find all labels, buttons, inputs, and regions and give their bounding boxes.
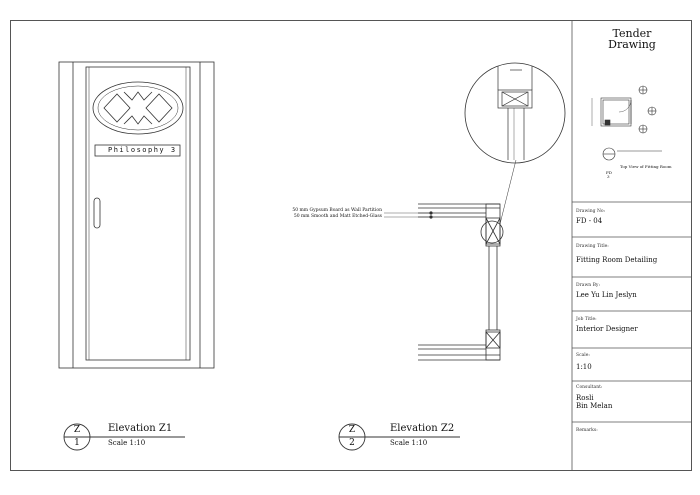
scale-cell: Scale: 1:10	[576, 353, 688, 372]
key-plan-ref-letters: FD	[606, 170, 612, 175]
title-block: Tender Drawing FD 3 Top View of Fitting …	[572, 20, 692, 471]
drawing-no-label: Drawing No:	[576, 209, 606, 214]
key-plan-caption: Top View of Fitting Room	[620, 164, 672, 169]
elevation-z2-title: Elevation Z2	[390, 423, 455, 434]
title-block-heading-line2: Drawing	[608, 38, 656, 51]
note-gypsum-board: 50 mm Gypsum Board as Wall Partition	[292, 208, 382, 213]
job-title-value: Interior Designer	[576, 325, 638, 333]
elevation-z1-scale: Scale 1:10	[108, 439, 146, 447]
elevation-z2-scale: Scale 1:10	[390, 439, 428, 447]
drawing-no-cell: Drawing No: FD - 04	[576, 209, 688, 226]
drawn-by-label: Drawn By:	[576, 283, 600, 288]
wall-section	[384, 62, 566, 361]
elevation-markers	[63, 423, 460, 451]
elevation-z1-title: Elevation Z1	[108, 423, 173, 434]
scale-label: Scale:	[576, 353, 590, 358]
key-plan	[591, 85, 662, 161]
elevation-z1-number: 1	[74, 438, 80, 448]
drawn-by-cell: Drawn By: Lee Yu Lin Jeslyn	[576, 283, 688, 300]
elevation-z2-number: 2	[349, 438, 355, 448]
elevation-z2-letter: Z	[348, 425, 356, 435]
job-title-label: Job Title:	[576, 317, 597, 322]
key-plan-ref-number: 3	[607, 174, 610, 179]
elevation-z1-letter: Z	[73, 425, 81, 435]
drawn-by-value: Lee Yu Lin Jeslyn	[576, 291, 637, 299]
drawing-title-value: Fitting Room Detailing	[576, 256, 658, 264]
job-title-cell: Job Title: Interior Designer	[576, 317, 688, 334]
drawing-title-label: Drawing Title:	[576, 244, 609, 249]
scale-value: 1:10	[576, 363, 592, 371]
consultant-line1: Rosli	[576, 394, 594, 402]
note-etched-glass: 50 mm Smooth and Matt Etched-Glass	[293, 214, 382, 219]
consultant-line2: Bin Melan	[576, 402, 613, 410]
door-sign-text: Philosophy 3	[108, 146, 177, 154]
consultant-cell: Consultant: Rosli Bin Melan	[576, 385, 688, 410]
door-elevation	[58, 61, 215, 369]
drawing-sheet	[10, 20, 692, 471]
remarks-cell: Remarks:	[576, 428, 688, 434]
remarks-label: Remarks:	[576, 428, 598, 433]
drawing-no-value: FD - 04	[576, 217, 603, 225]
title-block-grid	[571, 20, 692, 471]
title-block-heading-line1: Tender	[612, 27, 652, 40]
consultant-label: Consultant:	[576, 385, 603, 390]
drawing-title-cell: Drawing Title: Fitting Room Detailing	[576, 244, 688, 265]
